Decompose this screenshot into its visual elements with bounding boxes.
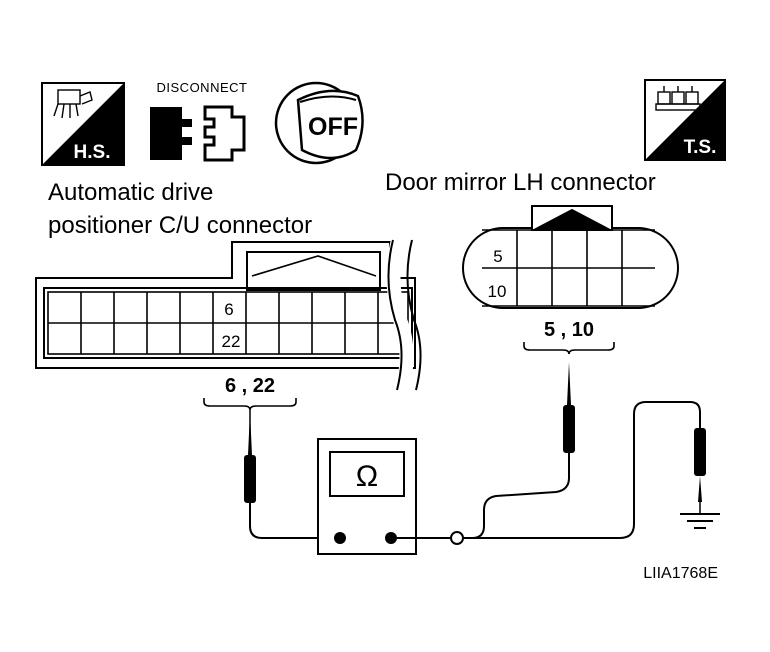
cu-pin-6: 6 [224,300,233,319]
cu-title-line1: Automatic drive [48,179,213,206]
ground-icon [680,513,720,529]
mirror-title: Door mirror LH connector [385,169,656,196]
mirror-probe [462,362,575,539]
cu-title-line2: positioner C/U connector [48,212,312,239]
terminal-side-icon: T.S. [644,79,726,161]
cu-probe [244,410,340,539]
mirror-connector [462,205,679,309]
off-label: OFF [308,113,358,141]
ohm-symbol: Ω [356,460,378,493]
cu-pin-22: 22 [222,332,241,351]
mirror-pin-5: 5 [493,247,502,266]
ignition-off-icon: OFF [274,81,364,165]
mirror-pin-10: 10 [488,282,507,301]
disconnect-icon: DISCONNECT [150,80,248,162]
ts-label: T.S. [684,137,717,158]
mirror-pins-label: 5 , 10 [544,319,594,341]
hs-label: H.S. [74,142,111,163]
ohmmeter: Ω [317,438,451,555]
meter-terminal-left [334,532,346,544]
figure-code: LIIA1768E [643,565,718,582]
cu-pins-brace [203,398,297,411]
cu-connector [35,238,422,392]
cu-pins-label: 6 , 22 [225,375,275,397]
harness-side-icon: H.S. [41,82,125,166]
disconnect-label: DISCONNECT [157,80,248,95]
ground-probe [462,401,706,539]
mirror-pins-brace [523,342,615,355]
wire-junction [450,531,464,545]
